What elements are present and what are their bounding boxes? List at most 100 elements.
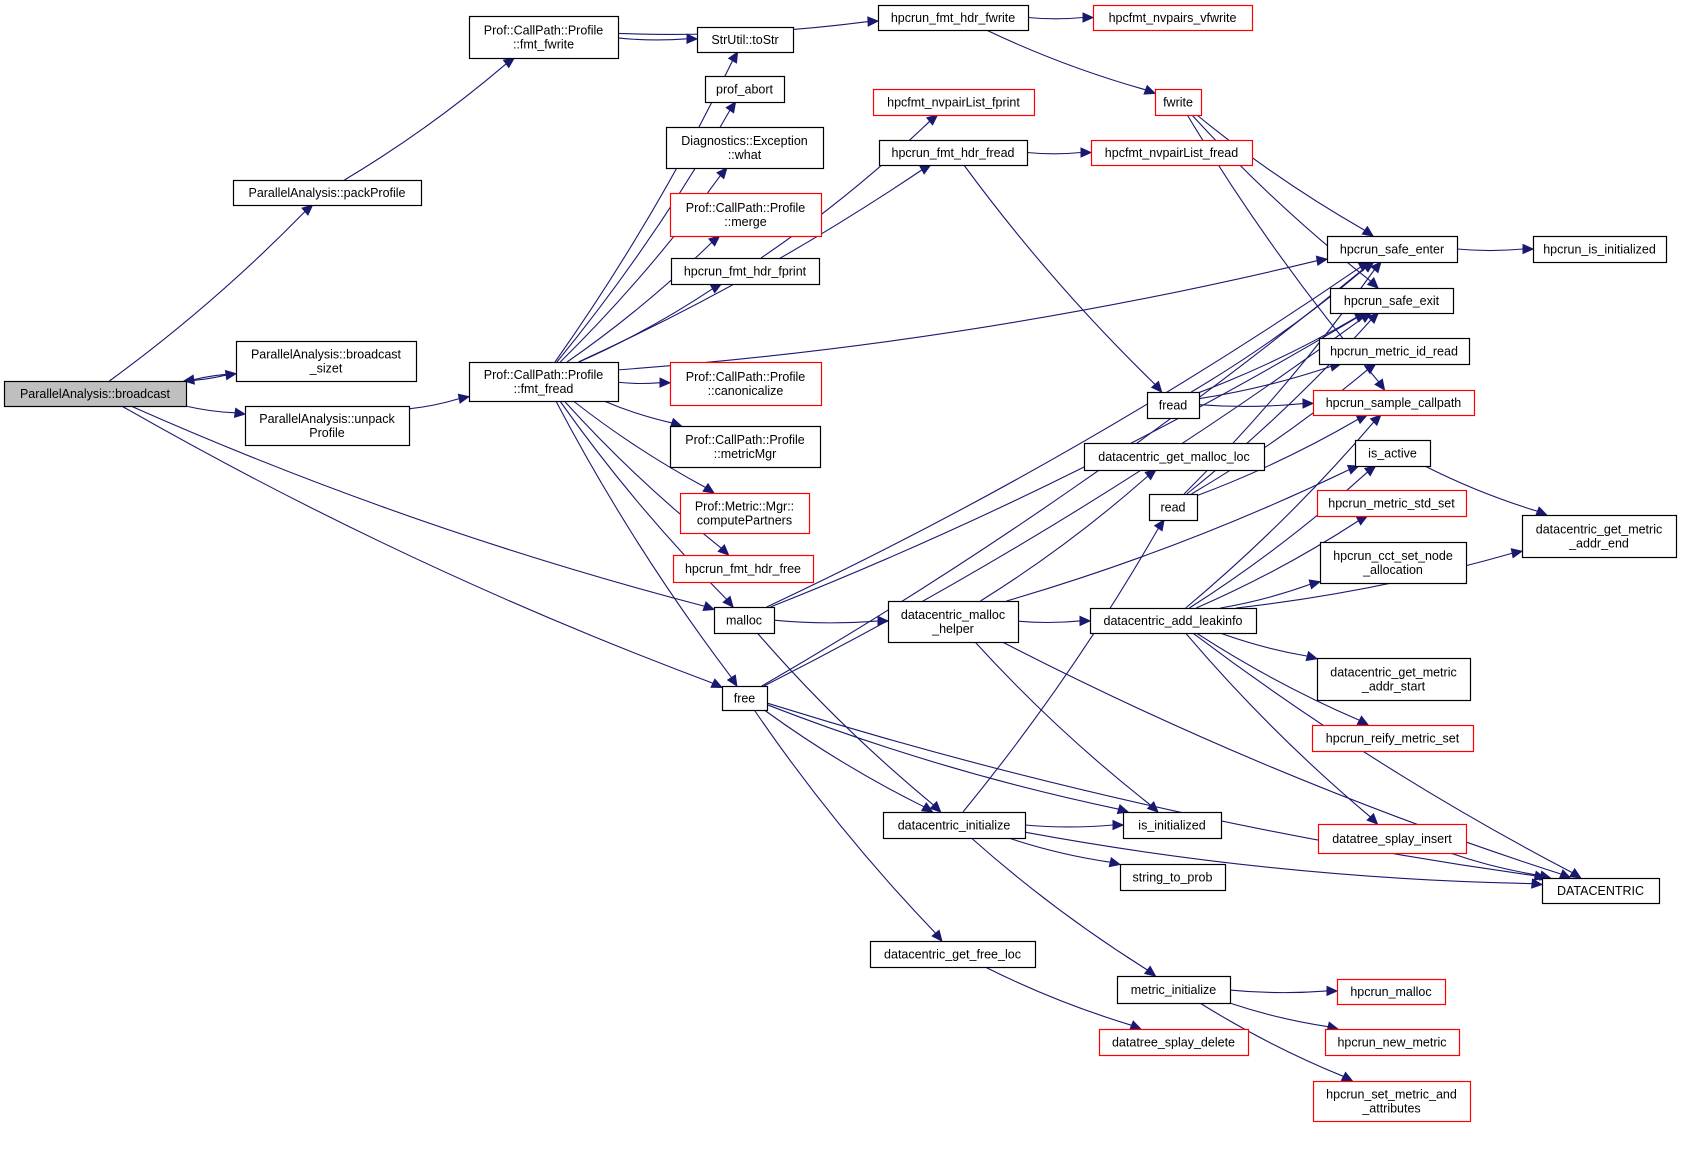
node-splay-insert[interactable]: datatree_splay_insert [1317, 823, 1468, 855]
node-hdr-fwrite[interactable]: hpcrun_fmt_hdr_fwrite [877, 4, 1030, 32]
edge-line [617, 37, 688, 41]
node-string-to-prob[interactable]: string_to_prob [1119, 863, 1227, 892]
arrowhead [1369, 414, 1382, 427]
node-label: ::merge [724, 215, 766, 229]
node-toStr[interactable]: StrUtil::toStr [696, 26, 795, 54]
node-box [1122, 811, 1223, 840]
node-prof-abort[interactable]: prof_abort [704, 75, 786, 104]
arrowhead [1150, 380, 1163, 393]
node-label: ParallelAnalysis::packProfile [248, 186, 405, 200]
node-safe-enter[interactable]: hpcrun_safe_enter [1326, 235, 1459, 264]
node-get-malloc-loc[interactable]: datacentric_get_malloc_loc [1083, 442, 1266, 472]
node-metricMgr[interactable]: Prof::CallPath::Profile::metricMgr [669, 425, 822, 469]
node-addr-end[interactable]: datacentric_get_metric_addr_end [1521, 514, 1678, 559]
node-box [670, 257, 821, 286]
node-free[interactable]: free [721, 685, 769, 712]
node-hdr-fprint[interactable]: hpcrun_fmt_hdr_fprint [670, 257, 821, 286]
node-dc-initialize[interactable]: datacentric_initialize [882, 811, 1027, 840]
node-safe-exit[interactable]: hpcrun_safe_exit [1329, 287, 1455, 315]
node-exc-what[interactable]: Diagnostics::Exception::what [665, 126, 825, 170]
node-add-leakinfo[interactable]: datacentric_add_leakinfo [1089, 607, 1258, 635]
edge-line [344, 63, 507, 181]
node-merge[interactable]: Prof::CallPath::Profile::merge [669, 192, 823, 238]
node-label: hpcrun_safe_enter [1340, 243, 1444, 257]
node-canonicalize[interactable]: Prof::CallPath::Profile::canonicalize [669, 361, 823, 407]
node-DATACENTRIC[interactable]: DATACENTRIC [1541, 877, 1661, 905]
node-new-metric[interactable]: hpcrun_new_metric [1324, 1028, 1461, 1057]
node-nvpairList-fread[interactable]: hpcfmt_nvpairList_fread [1090, 139, 1254, 167]
node-metric-id-read[interactable]: hpcrun_metric_id_read [1318, 337, 1471, 366]
node-nvpairList-fprint[interactable]: hpcfmt_nvpairList_fprint [872, 88, 1036, 117]
nodes-layer: ParallelAnalysis::broadcastParallelAnaly… [3, 4, 1678, 1123]
node-box [468, 361, 620, 403]
node-set-metric-attr[interactable]: hpcrun_set_metric_and_attributes [1312, 1080, 1472, 1123]
node-box [1146, 391, 1201, 420]
edge-line [1424, 465, 1538, 512]
arrowhead [1535, 506, 1548, 516]
node-nvpairs-vfwrite[interactable]: hpcfmt_nvpairs_vfwrite [1092, 4, 1254, 32]
arrowhead [1346, 464, 1360, 475]
node-broadcast-sizet[interactable]: ParallelAnalysis::broadcast_sizet [235, 340, 418, 383]
node-fmt-fwrite[interactable]: Prof::CallPath::Profile::fmt_fwrite [468, 15, 620, 60]
arrowhead [722, 595, 734, 608]
node-label: hpcrun_sample_callpath [1326, 396, 1462, 410]
arrowhead [918, 164, 932, 175]
node-box [1312, 389, 1476, 417]
edge-dc-initialize-to-metric-initialize [970, 837, 1157, 977]
node-metric-initialize[interactable]: metric_initialize [1116, 975, 1232, 1005]
node-box [669, 361, 823, 407]
arrowhead [1363, 465, 1377, 477]
node-packProfile[interactable]: ParallelAnalysis::packProfile [232, 179, 423, 207]
edge-line [1235, 552, 1513, 609]
node-reify[interactable]: hpcrun_reify_metric_set [1311, 724, 1475, 753]
node-read[interactable]: read [1148, 493, 1199, 522]
edge-line [763, 709, 925, 808]
node-fmt-fread[interactable]: Prof::CallPath::Profile::fmt_fread [468, 361, 620, 403]
edge-line [1229, 1002, 1329, 1028]
edge-line [1027, 16, 1084, 20]
node-malloc-helper[interactable]: datacentric_malloc_helper [887, 600, 1020, 644]
node-box [713, 606, 776, 635]
edge-add-leakinfo-to-DATACENTRIC [1192, 632, 1582, 879]
node-addr-start[interactable]: datacentric_get_metric_addr_start [1316, 657, 1472, 702]
node-label: hpcrun_fmt_hdr_free [685, 562, 801, 576]
node-hdr-fread[interactable]: hpcrun_fmt_hdr_fread [878, 139, 1029, 167]
node-fwrite[interactable]: fwrite [1154, 88, 1203, 117]
node-is-active[interactable]: is_active [1354, 439, 1432, 468]
edge-line [761, 267, 1366, 687]
node-broadcast[interactable]: ParallelAnalysis::broadcast [3, 380, 188, 408]
node-hpcrun-malloc[interactable]: hpcrun_malloc [1336, 978, 1447, 1006]
node-metric-std-set[interactable]: hpcrun_metric_std_set [1316, 489, 1468, 518]
arrowhead [702, 482, 715, 494]
arrowhead [224, 369, 238, 381]
edge-fmt-fread-to-free [555, 400, 738, 688]
node-sample-callpath[interactable]: hpcrun_sample_callpath [1312, 389, 1476, 417]
node-cct-set-node[interactable]: hpcrun_cct_set_node_allocation [1319, 541, 1468, 585]
node-label: datacentric_malloc [901, 608, 1005, 622]
edge-fread-to-sample-callpath [1198, 398, 1315, 409]
arrowhead [867, 16, 880, 27]
node-get-free-loc[interactable]: datacentric_get_free_loc [869, 940, 1037, 969]
edge-line [1002, 641, 1562, 875]
node-box [1354, 439, 1432, 468]
node-computePartners[interactable]: Prof::Metric::Mgr::computePartners [679, 492, 811, 535]
node-is-initialized[interactable]: is_initialized [1122, 811, 1223, 840]
node-label: datatree_splay_insert [1332, 832, 1452, 846]
arrowhead [1129, 1020, 1142, 1031]
edge-malloc-helper-to-is-active [1006, 464, 1360, 602]
edge-line [1220, 583, 1311, 609]
node-box [1119, 863, 1227, 892]
edge-fread-to-safe-enter [1190, 261, 1375, 393]
node-label: _sizet [309, 362, 343, 376]
arrowhead [1146, 800, 1159, 813]
node-box [1319, 541, 1468, 585]
edge-line [986, 29, 1146, 91]
node-malloc[interactable]: malloc [713, 606, 776, 635]
node-splay-delete[interactable]: datatree_splay_delete [1098, 1028, 1250, 1057]
node-hpcrun-is-initialized[interactable]: hpcrun_is_initialized [1532, 235, 1668, 264]
node-label: datacentric_initialize [898, 819, 1011, 833]
node-hdr-free[interactable]: hpcrun_fmt_hdr_free [672, 554, 815, 584]
edge-line [756, 632, 934, 806]
node-fread[interactable]: fread [1146, 391, 1201, 420]
